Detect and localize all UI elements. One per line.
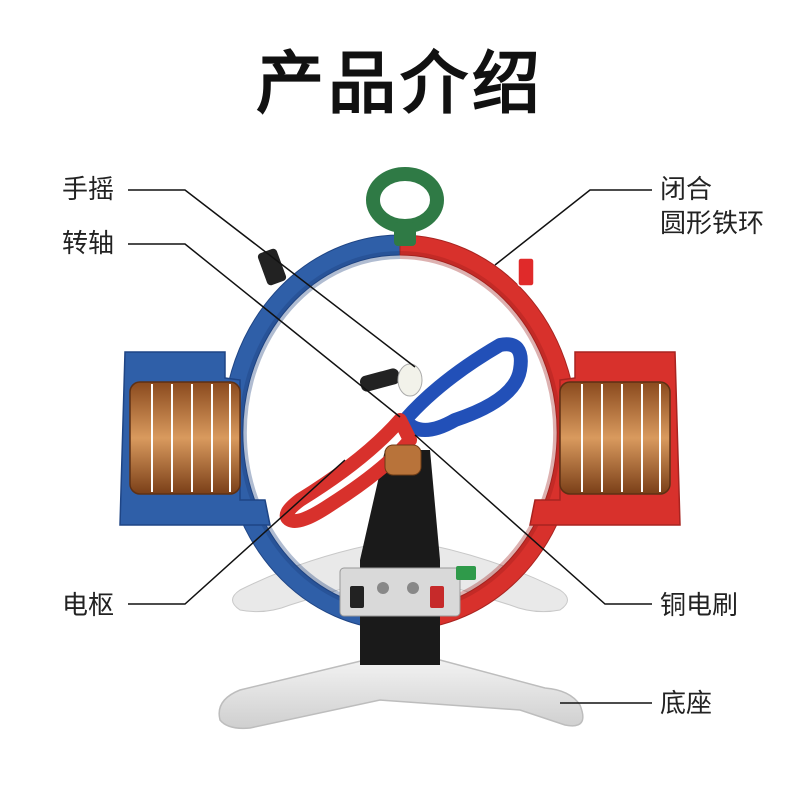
label-hand-crank: 手摇 (62, 175, 115, 205)
right-magnet-coil (529, 351, 681, 526)
label-base: 底座 (660, 689, 713, 719)
page-title: 产品介绍 (255, 45, 544, 124)
leader-closed-ring (494, 189, 652, 266)
label-armature: 电枢 (62, 591, 115, 621)
label-closed-ring-line2: 圆形铁环 (660, 209, 765, 239)
red-terminal (517, 257, 535, 287)
green-hanging-ring (366, 167, 444, 246)
closed-iron-ring (222, 234, 578, 631)
leader-shaft (128, 243, 401, 418)
leader-copper-brush (414, 434, 652, 605)
leader-armature (128, 459, 346, 605)
armature-loop (279, 337, 528, 528)
label-closed-ring-line1: 闭合 (660, 175, 713, 205)
left-magnet-coil (119, 351, 271, 526)
center-stand (339, 450, 476, 665)
leader-hand-crank (128, 189, 416, 368)
hand-crank-knob (257, 248, 287, 286)
label-copper-brush: 铜电刷 (660, 591, 739, 621)
label-shaft: 转轴 (62, 229, 115, 259)
leader-lines (128, 189, 652, 704)
